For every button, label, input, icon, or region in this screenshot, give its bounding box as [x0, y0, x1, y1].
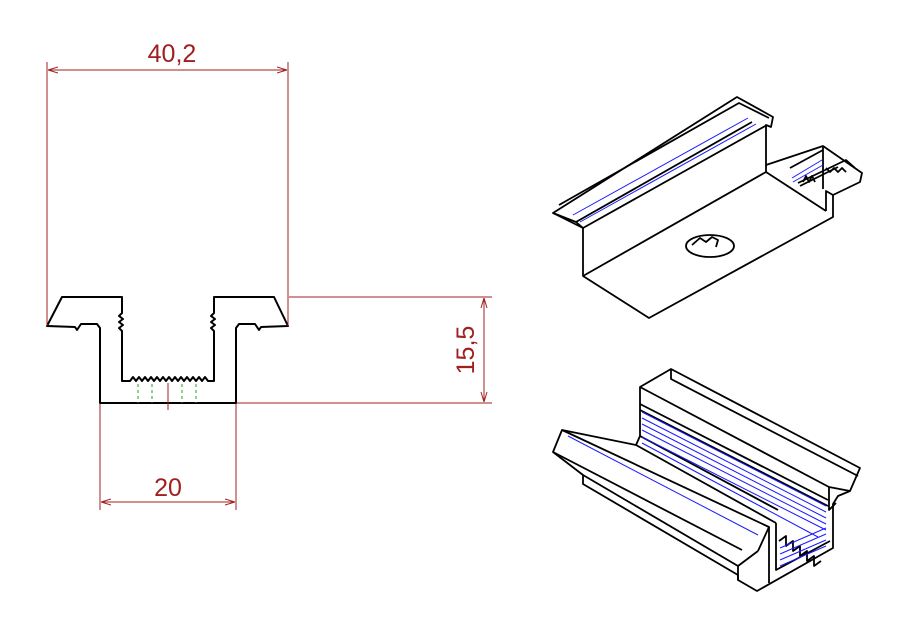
dimension-label-base-width: 20 — [154, 474, 182, 502]
isometric-view-bottom-highlights — [567, 411, 827, 567]
cross-section-profile — [46, 296, 289, 404]
dimension-label-height: 15,5 — [452, 326, 480, 375]
isometric-view-bottom — [552, 368, 861, 592]
dimension-base-width — [99, 404, 237, 510]
isometric-view-top-highlights — [572, 117, 824, 223]
profile-hidden-lines — [137, 384, 197, 403]
isometric-view-top — [552, 96, 863, 319]
dimension-overall-width — [46, 62, 289, 326]
profile-outline — [46, 296, 289, 404]
dimension-height — [237, 296, 492, 404]
dimension-label-overall-width: 40,2 — [148, 40, 197, 68]
